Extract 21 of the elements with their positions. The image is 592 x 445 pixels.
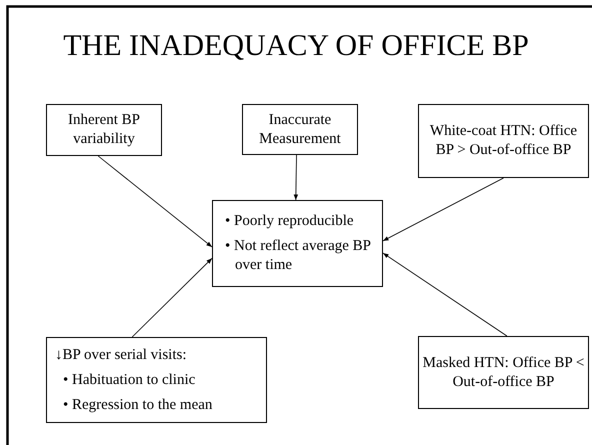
node-text: Inherent BP variability [66,111,142,149]
node-text: White-coat HTN: Office BP > Out-of-office BP [428,122,578,160]
node-text: Inaccurate Measurement [258,110,342,148]
node-text: ↓BP over serial visits: [55,346,188,364]
node-text: • Regression to the mean [62,396,214,414]
text-box [242,104,358,155]
text-box [418,336,589,409]
node-text: Masked HTN: Office BP < Out-of-office BP [422,354,586,392]
text-box [46,104,162,156]
arrow [294,154,298,200]
arrow [98,156,212,248]
text-box [46,337,267,423]
arrow [382,178,504,242]
arrow [382,252,508,336]
text-box [212,200,383,287]
arrow [132,258,212,338]
node-text: • Not reflect average BP over time [224,237,372,275]
title: THE INADEQUACY OF OFFICE BP [62,28,530,64]
node-text: • Poorly reproducible [224,212,355,231]
text-box [418,104,589,178]
node-text: • Habituation to clinic [62,370,196,390]
